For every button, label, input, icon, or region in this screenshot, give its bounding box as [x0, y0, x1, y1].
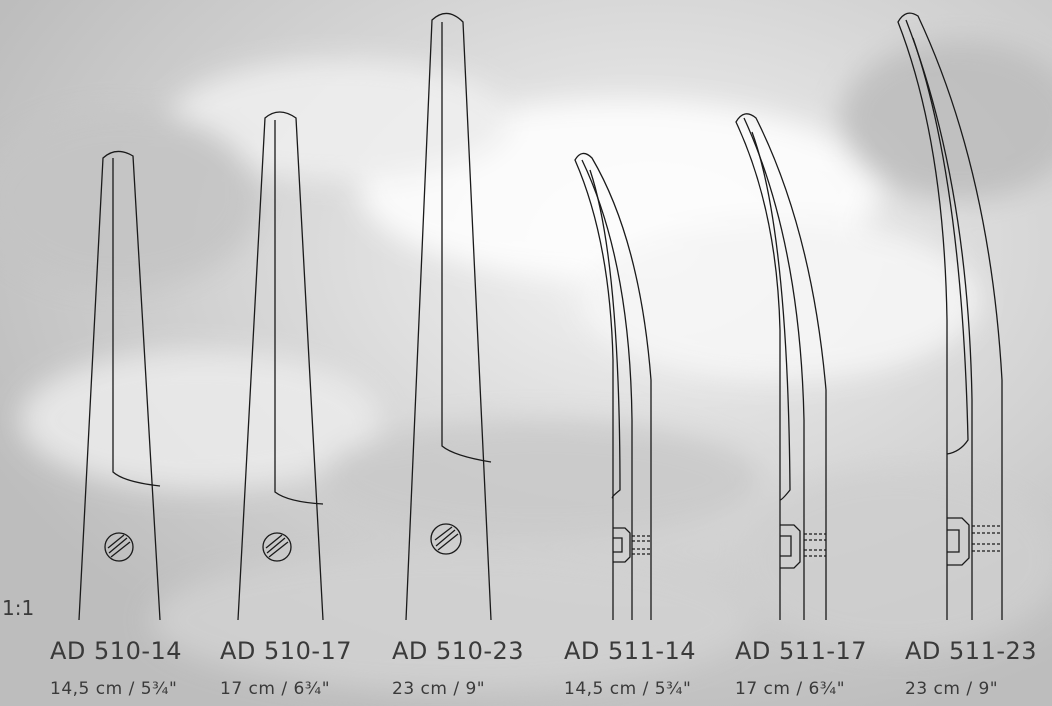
scissor-blade-ad-511-23	[897, 12, 1003, 620]
product-code-ad-511-23: AD 511-23	[905, 637, 1038, 665]
scissor-blade-ad-510-17	[237, 111, 324, 621]
product-size-ad-511-17: 17 cm / 6¾"	[735, 679, 846, 699]
product-code-ad-511-14: AD 511-14	[564, 637, 697, 665]
scale-label: 1:1	[2, 596, 35, 620]
product-code-ad-510-17: AD 510-17	[220, 637, 353, 665]
product-code-ad-511-17: AD 511-17	[735, 637, 868, 665]
scissor-blade-ad-510-23	[405, 12, 492, 621]
product-size-ad-510-17: 17 cm / 6¾"	[220, 679, 331, 699]
scissor-blade-ad-511-14	[574, 152, 652, 620]
product-size-ad-510-14: 14,5 cm / 5¾"	[50, 679, 178, 699]
product-code-ad-510-23: AD 510-23	[392, 637, 525, 665]
product-code-ad-510-14: AD 510-14	[50, 637, 183, 665]
product-size-ad-511-23: 23 cm / 9"	[905, 679, 999, 699]
product-size-ad-511-14: 14,5 cm / 5¾"	[564, 679, 692, 699]
scissor-blade-ad-510-14	[78, 150, 161, 621]
product-size-ad-510-23: 23 cm / 9"	[392, 679, 486, 699]
scissor-blade-ad-511-17	[735, 113, 827, 620]
